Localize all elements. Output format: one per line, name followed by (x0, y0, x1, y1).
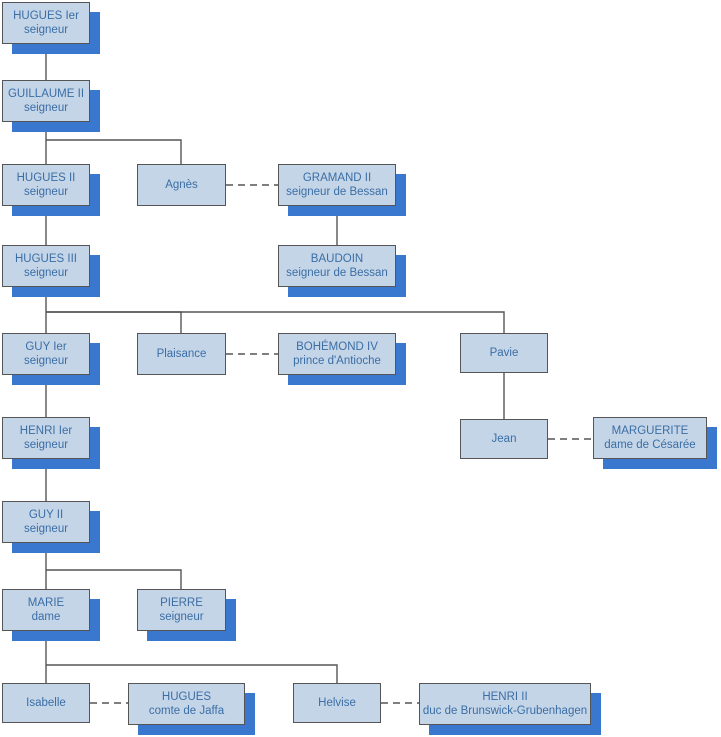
connector-descent-guy2-pierre (46, 569, 182, 589)
person-title: seigneur (23, 102, 69, 114)
person-node-isabelle[interactable]: Isabelle (2, 683, 90, 723)
person-name: Agnès (165, 178, 198, 191)
person-node-agnes[interactable]: Agnès (137, 164, 226, 206)
person-node-bohemond4[interactable]: BOHÉMOND IV prince d'Antioche (278, 333, 406, 385)
person-title: comte de Jaffa (148, 705, 225, 717)
person-name: Jean (491, 432, 517, 445)
person-title: dame (31, 611, 61, 623)
person-name: HENRI Ier (19, 424, 73, 437)
person-node-pavie[interactable]: Pavie (460, 333, 548, 373)
person-name: MARIE (27, 596, 65, 609)
person-title: seigneur de Bessan (286, 186, 388, 198)
person-title: seigneur (159, 611, 204, 623)
person-name: GUILLAUME II (7, 87, 85, 100)
person-name: BAUDOIN (310, 252, 364, 265)
person-name: GRAMAND II (302, 171, 372, 184)
connector-descent-guillaume2-agnes (46, 139, 182, 164)
person-title: seigneur (23, 355, 69, 367)
person-node-hugues1[interactable]: HUGUES Ier seigneur (2, 2, 100, 54)
node-card[interactable]: PIERRE seigneur (137, 589, 226, 631)
node-card[interactable]: HENRI II duc de Brunswick-Grubenhagen (419, 683, 591, 725)
person-title: prince d'Antioche (293, 355, 381, 367)
person-name: GUY Ier (25, 340, 67, 353)
person-title: seigneur (23, 24, 69, 36)
node-card[interactable]: Agnès (137, 164, 226, 206)
person-name: BOHÉMOND IV (296, 340, 378, 353)
person-node-baudoin[interactable]: BAUDOIN seigneur de Bessan (278, 245, 406, 297)
node-card[interactable]: Helvise (293, 683, 381, 723)
connector-descent-marie-helvise (46, 664, 338, 683)
person-name: Pavie (489, 346, 519, 359)
person-name: Isabelle (26, 696, 66, 709)
node-card[interactable]: HUGUES III seigneur (2, 245, 90, 287)
person-title: seigneur (23, 523, 69, 535)
person-name: Plaisance (156, 347, 207, 360)
node-card[interactable]: HUGUES II seigneur (2, 164, 90, 206)
person-title: dame de Césarée (604, 439, 696, 451)
person-name: GUY II (28, 508, 64, 521)
person-node-huguesjaffa[interactable]: HUGUES comte de Jaffa (128, 683, 255, 735)
person-name: HUGUES Ier (13, 9, 79, 22)
person-node-guy2[interactable]: GUY II seigneur (2, 501, 100, 553)
person-node-jean[interactable]: Jean (460, 419, 548, 459)
node-card[interactable]: GRAMAND II seigneur de Bessan (278, 164, 396, 206)
person-name: HENRI II (482, 690, 528, 703)
person-name: Helvise (318, 696, 356, 709)
person-title: seigneur (23, 267, 69, 279)
person-node-hugues2[interactable]: HUGUES II seigneur (2, 164, 100, 216)
node-card[interactable]: MARGUERITE dame de Césarée (593, 417, 707, 459)
connector-descent-hugues3-pavie (46, 311, 505, 333)
person-node-henri2[interactable]: HENRI II duc de Brunswick-Grubenhagen (419, 683, 601, 735)
person-node-marguerite[interactable]: MARGUERITE dame de Césarée (593, 417, 717, 469)
node-card[interactable]: GUILLAUME II seigneur (2, 80, 90, 122)
person-node-helvise[interactable]: Helvise (293, 683, 381, 723)
person-node-guy1[interactable]: GUY Ier seigneur (2, 333, 100, 385)
node-card[interactable]: BOHÉMOND IV prince d'Antioche (278, 333, 396, 375)
person-node-pierre[interactable]: PIERRE seigneur (137, 589, 236, 641)
person-node-guillaume2[interactable]: GUILLAUME II seigneur (2, 80, 100, 132)
node-card[interactable]: MARIE dame (2, 589, 90, 631)
node-card[interactable]: Plaisance (137, 333, 226, 375)
connector-descent-hugues3-plaisance (46, 311, 182, 333)
person-name: MARGUERITE (611, 424, 689, 437)
node-card[interactable]: BAUDOIN seigneur de Bessan (278, 245, 396, 287)
person-node-henri1[interactable]: HENRI Ier seigneur (2, 417, 100, 469)
person-title: seigneur de Bessan (286, 267, 388, 279)
node-card[interactable]: Isabelle (2, 683, 90, 723)
person-node-gramand2[interactable]: GRAMAND II seigneur de Bessan (278, 164, 406, 216)
node-card[interactable]: Jean (460, 419, 548, 459)
person-title: seigneur (23, 439, 69, 451)
person-node-marie[interactable]: MARIE dame (2, 589, 100, 641)
node-card[interactable]: HENRI Ier seigneur (2, 417, 90, 459)
person-name: PIERRE (160, 596, 203, 609)
person-node-plaisance[interactable]: Plaisance (137, 333, 226, 375)
node-card[interactable]: HUGUES comte de Jaffa (128, 683, 245, 725)
node-card[interactable]: GUY II seigneur (2, 501, 90, 543)
person-title: duc de Brunswick-Grubenhagen (422, 705, 588, 717)
person-title: seigneur (23, 186, 69, 198)
person-name: HUGUES II (16, 171, 76, 184)
person-name: HUGUES III (15, 252, 77, 265)
person-node-hugues3[interactable]: HUGUES III seigneur (2, 245, 100, 297)
node-card[interactable]: GUY Ier seigneur (2, 333, 90, 375)
person-name: HUGUES (161, 690, 212, 703)
node-card[interactable]: Pavie (460, 333, 548, 373)
node-card[interactable]: HUGUES Ier seigneur (2, 2, 90, 44)
